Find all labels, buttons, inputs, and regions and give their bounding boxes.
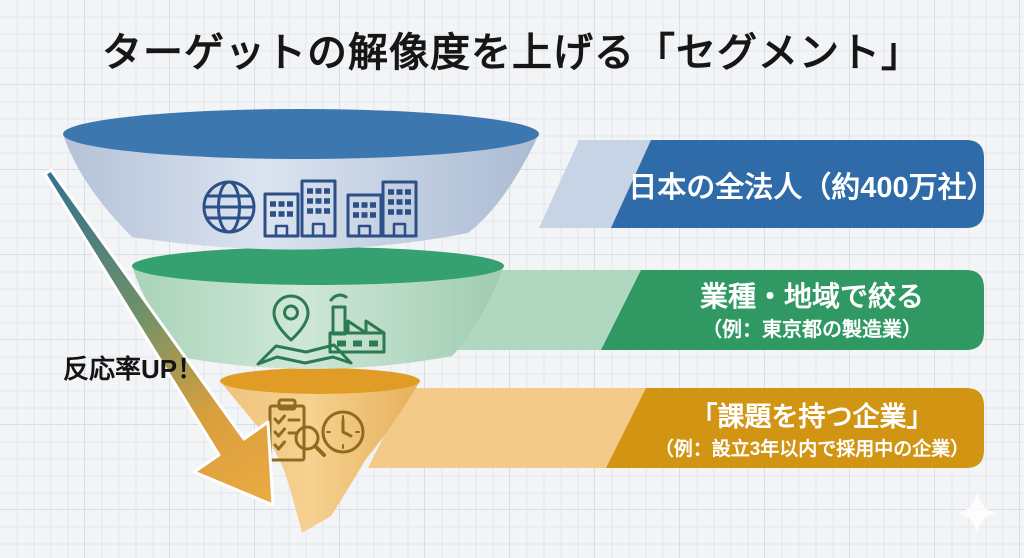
level-2-band-label: 業種・地域で絞る: [700, 280, 924, 312]
sparkle-icon: [958, 492, 996, 534]
factory-roof: [346, 319, 386, 335]
clock-hands: [341, 418, 353, 438]
magnifier-handle: [313, 444, 326, 457]
level-3-icons: [268, 398, 365, 462]
level-1-row: 日本の全法人（約400万社）: [539, 140, 996, 228]
level-3-row: 「課題を持つ企業」 （例：設立3年以内で採用中の企業）: [368, 388, 984, 468]
clock-icon: [321, 410, 365, 454]
level-2-icons: [256, 293, 386, 366]
funnel-level-1-rim: [63, 109, 539, 159]
factory-smoke: [329, 293, 348, 302]
factory-base: [328, 331, 386, 354]
response-rate-label: 反応率UP！: [63, 354, 203, 384]
level-1-icons: [202, 179, 418, 238]
check-mark: [273, 440, 286, 451]
funnel-level-2-body: [132, 266, 504, 370]
building-door: [357, 224, 372, 238]
level-3-band-sublabel: （例：設立3年以内で採用中の企業）: [655, 437, 970, 460]
map-outline: [256, 343, 353, 366]
level-3-band-label: 「課題を持つ企業」: [691, 401, 934, 432]
response-rate-arrow: [43, 168, 275, 507]
level-1-band: [611, 140, 984, 228]
magnifier-lens: [294, 425, 320, 451]
pin-outline: [272, 294, 310, 342]
level-2-band-sublabel: （例：東京都の製造業）: [702, 317, 922, 341]
building-door: [274, 224, 289, 238]
page-title: ターゲットの解像度を上げる「セグメント」: [102, 31, 922, 75]
globe-icon: [202, 180, 256, 234]
building-door: [311, 222, 326, 238]
level-1-band-label: 日本の全法人（約400万社）: [628, 170, 995, 204]
clipboard-clip: [277, 398, 297, 411]
check-mark: [273, 414, 286, 425]
building-door: [392, 222, 407, 238]
level-2-band: [601, 270, 984, 350]
map-pin-icon: [256, 294, 353, 366]
office-buildings-icon: [263, 179, 418, 238]
check-mark: [273, 427, 286, 438]
level-3-band: [606, 388, 984, 468]
factory-icon: [328, 293, 386, 354]
pin-dot: [283, 304, 299, 321]
funnel-level-2-rim: [132, 247, 504, 285]
clock-ticks: [326, 415, 360, 449]
level-2-row: 業種・地域で絞る （例：東京都の製造業）: [430, 270, 984, 350]
funnel-level-3-rim: [220, 368, 420, 394]
clock-face: [321, 410, 365, 454]
